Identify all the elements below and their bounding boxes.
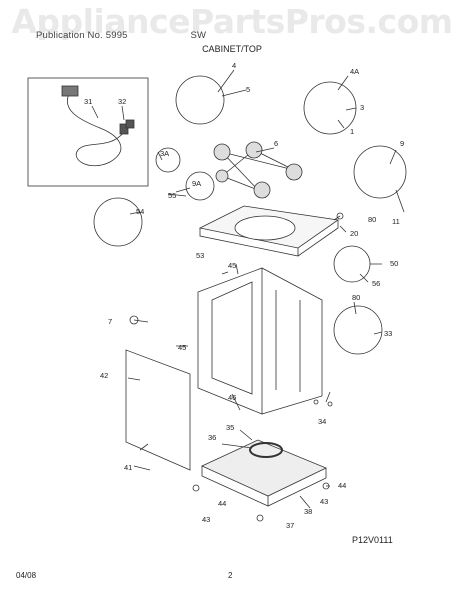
callout-36: 36 bbox=[208, 433, 216, 442]
detail-circle-3a bbox=[155, 147, 181, 173]
detail-circle-54 bbox=[93, 197, 143, 247]
callout-53: 53 bbox=[196, 251, 204, 260]
detail-circle-50 bbox=[333, 245, 371, 283]
detail-circle-1 bbox=[303, 81, 357, 135]
footer-date: 04/08 bbox=[16, 571, 37, 580]
callout-3a: 3A bbox=[160, 149, 169, 158]
callout-5: 5 bbox=[246, 85, 250, 94]
front-panel bbox=[125, 349, 191, 471]
detail-circle-9a bbox=[185, 171, 215, 201]
callout-9a: 9A bbox=[192, 179, 201, 188]
publication-label: Publication No. 5995 bbox=[36, 30, 128, 41]
callout-44-b: 44 bbox=[218, 499, 226, 508]
callout-45-a: 45 bbox=[228, 261, 236, 270]
callout-43-b: 43 bbox=[202, 515, 210, 524]
detail-circle-9 bbox=[353, 145, 407, 199]
suspension-rods bbox=[221, 149, 295, 191]
callout-41: 41 bbox=[124, 463, 132, 472]
callout-33: 33 bbox=[384, 329, 392, 338]
callout-34: 34 bbox=[318, 417, 326, 426]
publication-header: Publication No. 5995 SW bbox=[36, 30, 206, 41]
callout-6: 6 bbox=[274, 139, 278, 148]
callout-54: 54 bbox=[136, 207, 144, 216]
base bbox=[201, 439, 327, 497]
callout-4a: 4A bbox=[350, 67, 359, 76]
callout-43-a: 43 bbox=[320, 497, 328, 506]
callout-9: 9 bbox=[400, 139, 404, 148]
callout-35: 35 bbox=[226, 423, 234, 432]
model-label: SW bbox=[190, 30, 207, 41]
callout-55: 55 bbox=[168, 191, 176, 200]
callout-4: 4 bbox=[232, 61, 236, 70]
drawing-code: P12V0111 bbox=[352, 535, 393, 545]
callout-1: 1 bbox=[350, 127, 354, 136]
callout-11: 11 bbox=[392, 217, 400, 226]
detail-circle-33 bbox=[333, 305, 383, 355]
callout-31: 31 bbox=[84, 97, 92, 106]
callout-56: 56 bbox=[372, 279, 380, 288]
power-cord-inset bbox=[27, 77, 149, 187]
callout-80-a: 80 bbox=[368, 215, 376, 224]
callout-50: 50 bbox=[390, 259, 398, 268]
callout-3: 3 bbox=[360, 103, 364, 112]
power-cord bbox=[67, 91, 125, 167]
watermark: AppliancePartsPros.com bbox=[11, 2, 453, 41]
section-title: CABINET/TOP bbox=[202, 44, 262, 54]
footer-page-number: 2 bbox=[228, 571, 233, 580]
callout-44-a: 44 bbox=[338, 481, 346, 490]
callout-45-b: 45 bbox=[178, 343, 186, 352]
callout-42: 42 bbox=[100, 371, 108, 380]
callout-38: 38 bbox=[304, 507, 312, 516]
callout-46: 46 bbox=[228, 393, 236, 402]
callout-37: 37 bbox=[286, 521, 294, 530]
callout-20: 20 bbox=[350, 229, 358, 238]
callout-7: 7 bbox=[108, 317, 112, 326]
callout-32: 32 bbox=[118, 97, 126, 106]
callout-80-b: 80 bbox=[352, 293, 360, 302]
detail-circle-5 bbox=[175, 75, 225, 125]
